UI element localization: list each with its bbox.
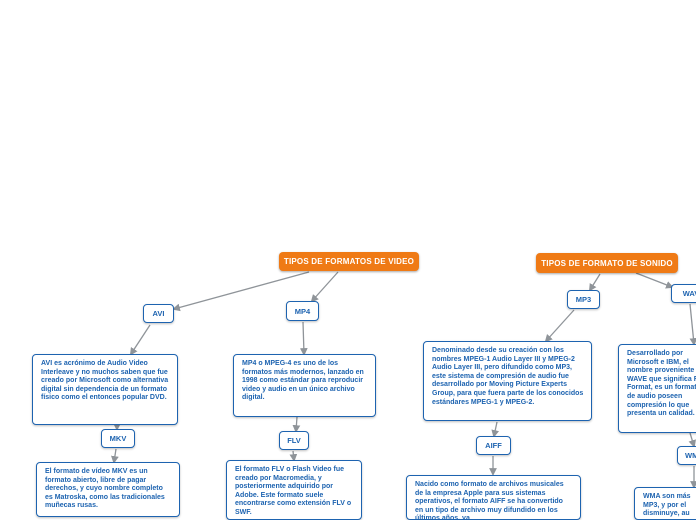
link-mp4desc-flv [292,416,301,433]
label-flv[interactable]: FLV [279,431,309,450]
desc-mp3[interactable]: Denominado desde su creación con los nom… [423,341,592,421]
desc-flv-text: El formato FLV o Flash Video fue creado … [235,466,352,516]
label-aiff-text: AIFF [485,441,502,450]
desc-aiff-text: Nacido como formato de archivos musicale… [415,481,564,520]
link-sound-wav [635,272,674,289]
label-avi-text: AVI [152,309,165,318]
label-mkv[interactable]: MKV [101,429,135,448]
desc-aiff[interactable]: Nacido como formato de archivos musicale… [406,475,581,520]
label-wav-text: WAV [682,289,696,298]
topic-sound-formats[interactable]: TIPOS DE FORMATO DE SONIDO [536,253,678,273]
topic-video-formats[interactable]: TIPOS DE FORMATOS DE VIDEO [279,252,419,271]
link-sound-mp3 [588,273,601,292]
label-mp4-text: MP4 [294,306,311,316]
topic-sound-text: TIPOS DE FORMATO DE SONIDO [541,258,673,268]
desc-wav-text: Desarrollado por Microsoft e IBM, el nom… [627,350,696,418]
label-avi[interactable]: AVI [143,304,174,323]
link-wavdesc-wma [688,432,696,448]
desc-avi-text: AVI es acrónimo de Audio Video Interleav… [41,360,169,402]
link-avi-desc [129,324,151,356]
link-mp3desc-aiff [491,421,500,438]
topic-video-text: TIPOS DE FORMATOS DE VIDEO [283,257,415,266]
link-mkv-desc [111,448,119,464]
label-mp3[interactable]: MP3 [567,290,600,309]
label-wma-text: WM [685,451,696,460]
desc-mp4[interactable]: MP4 o MPEG-4 es uno de los formatos más … [233,354,376,417]
desc-wma-text: WMA son más MP3, y por el disminuye, au [643,493,691,518]
link-wav-desc [689,303,696,346]
label-mp4[interactable]: MP4 [286,301,319,321]
link-mp4-desc [299,321,308,356]
label-mp3-text: MP3 [575,295,592,304]
label-flv-text: FLV [287,436,301,445]
link-video-mp4 [310,271,339,303]
desc-wma[interactable]: WMA son más MP3, y por el disminuye, au [634,487,696,520]
label-wma[interactable]: WM [677,446,696,465]
link-flv-desc [289,450,298,462]
desc-mp3-text: Denominado desde su creación con los nom… [432,347,584,406]
desc-avi[interactable]: AVI es acrónimo de Audio Video Interleav… [32,354,178,425]
link-mp3-desc [544,309,575,343]
desc-mkv[interactable]: El formato de vídeo MKV es un formato ab… [36,462,180,517]
desc-wav[interactable]: Desarrollado por Microsoft e IBM, el nom… [618,344,696,433]
label-aiff[interactable]: AIFF [476,436,511,455]
label-mkv-text: MKV [109,434,127,443]
desc-mkv-text: El formato de vídeo MKV es un formato ab… [45,468,165,510]
desc-mp4-text: MP4 o MPEG-4 es uno de los formatos más … [242,360,364,402]
desc-flv[interactable]: El formato FLV o Flash Video fue creado … [226,460,362,520]
label-wav[interactable]: WAV [671,284,696,303]
